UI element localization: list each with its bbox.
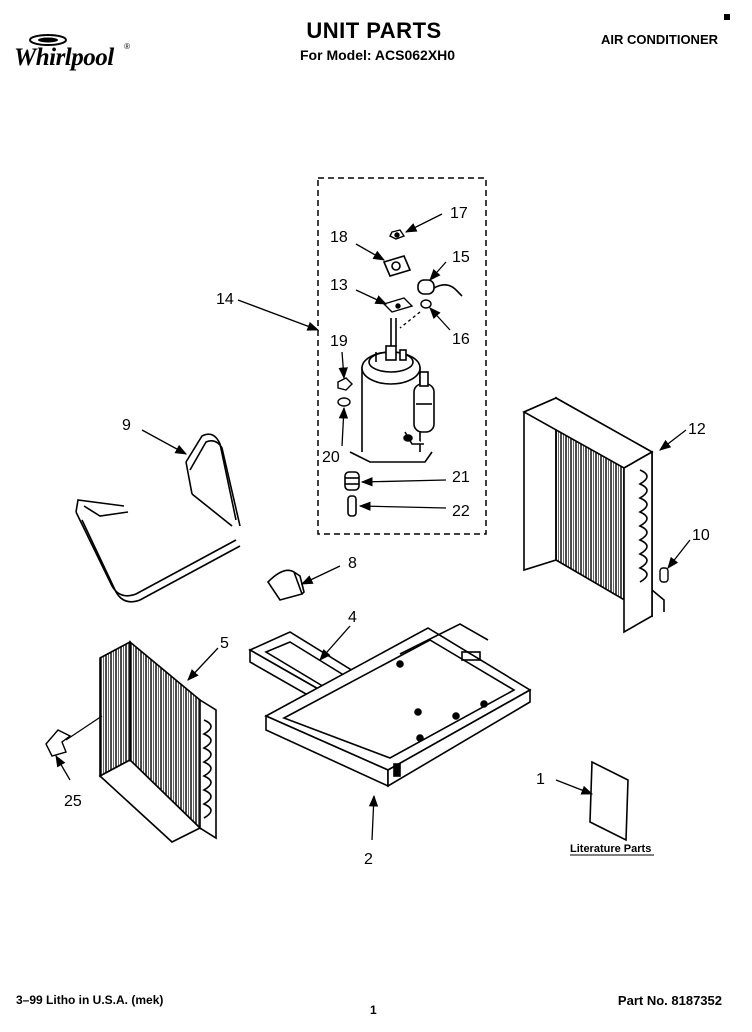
callout-1: 1 [536,771,545,788]
callout-labels: 17 18 15 13 14 16 19 20 21 22 9 12 10 8 … [64,205,710,868]
part-22-sleeve [347,495,357,517]
part-5-evaporator-coil [98,640,217,843]
callout-12: 12 [688,421,706,438]
trademark-icon: ® [124,42,130,51]
callout-19: 19 [330,333,348,350]
callout-16: 16 [452,331,470,348]
model-number: For Model: ACS062XH0 [300,47,456,63]
footer-page-number: 1 [370,1003,377,1017]
part-12-condenser-coil [522,396,665,634]
callout-4: 4 [348,609,357,626]
compressor [349,345,435,463]
part-9-wire-frame [75,433,241,603]
brand-name: Whirlpool [14,44,114,71]
callout-9: 9 [122,417,131,434]
callout-18: 18 [330,229,348,246]
callout-25: 25 [64,793,82,810]
discharge-tube [390,318,397,346]
part-8-wedge [266,569,305,601]
callout-15: 15 [452,249,470,266]
part-17-nut [389,229,406,240]
callout-2: 2 [364,851,373,868]
callout-14: 14 [216,291,234,308]
compressor-group-box [317,177,487,535]
callout-21: 21 [452,469,470,486]
callout-8: 8 [348,555,357,572]
callout-17: 17 [450,205,468,222]
logo-swoosh-icon [29,34,67,46]
page-title: UNIT PARTS [306,18,442,43]
part-2-base-pan [264,623,532,788]
part-16-grommet [399,299,432,329]
product-type: AIR CONDITIONER [601,32,718,47]
callout-13: 13 [330,277,348,294]
footer-litho: 3–99 Litho in U.S.A. (mek) [16,993,164,1007]
part-10-clip [659,567,669,583]
leader-lines [55,213,691,841]
corner-mark [724,14,730,20]
part-19-nut [337,377,353,391]
literature-parts-label: Literature Parts [570,843,651,855]
footer-part-number: Part No. 8187352 [617,993,722,1008]
part-21-grommet [344,471,360,491]
callout-5: 5 [220,635,229,652]
callout-10: 10 [692,527,710,544]
part-1-literature [589,760,629,842]
part-13-bracket [382,297,414,313]
part-18-terminal-cover [382,255,412,277]
callout-20: 20 [322,449,340,466]
part-25-clip [45,729,72,757]
part-15-overload [417,279,463,297]
leader-25-to-coil [65,715,103,741]
callout-22: 22 [452,503,470,520]
brand-logo: Whirlpool ® [14,30,154,76]
part-20-washer [337,397,351,407]
